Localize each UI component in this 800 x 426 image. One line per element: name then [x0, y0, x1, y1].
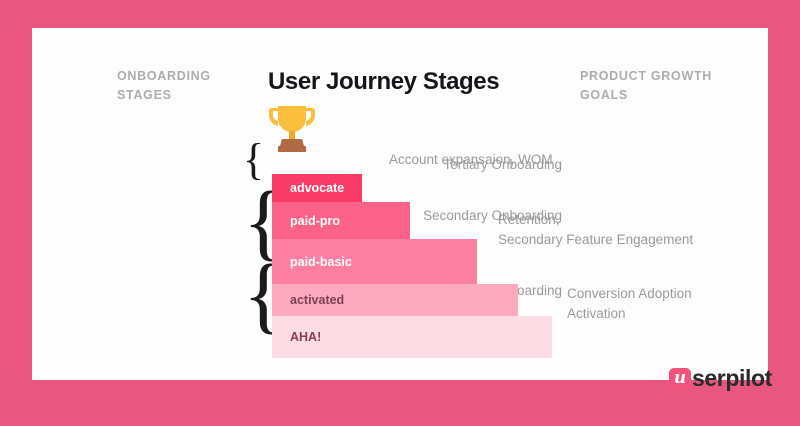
funnel-bar-label: paid-pro	[290, 213, 340, 228]
stage-label-tertiary: Tertiary Onboarding	[443, 157, 562, 172]
userpilot-logo: u serpilot	[669, 365, 772, 392]
page-title: User Journey Stages	[268, 68, 500, 95]
funnel-bar-activated: activated	[272, 284, 518, 316]
content-panel: ONBOARDING STAGES User Journey Stages PR…	[32, 28, 772, 391]
stage-label-secondary: Secondary Onboarding	[423, 208, 562, 223]
goal-text-retention: Retention, Secondary Feature Engagement	[498, 212, 694, 247]
funnel-bar-label: advocate	[290, 181, 345, 195]
userpilot-logo-mark: u	[669, 367, 691, 390]
funnel-bar-paid-pro: paid-pro	[272, 202, 410, 239]
column-header-onboarding-stages: ONBOARDING STAGES	[117, 69, 211, 102]
funnel-bar-advocate: advocate	[272, 174, 362, 202]
funnel-bar-label: paid-basic	[290, 254, 352, 269]
funnel-bar-paid-basic: paid-basic	[272, 239, 477, 284]
funnel-bar-label: activated	[290, 293, 345, 307]
funnel-bar-aha: AHA!	[272, 316, 552, 358]
funnel-bar-label: AHA!	[290, 330, 322, 344]
userpilot-logo-text: serpilot	[692, 365, 772, 391]
brace-tertiary: {	[243, 135, 265, 184]
column-header-product-growth-goals: PRODUCT GROWTH GOALS	[580, 69, 713, 102]
goal-text-advocate: Account expansaion, WOM	[389, 152, 553, 167]
goal-text-conversion: Conversion Adoption Activation	[567, 286, 692, 321]
trophy-icon	[264, 100, 320, 154]
